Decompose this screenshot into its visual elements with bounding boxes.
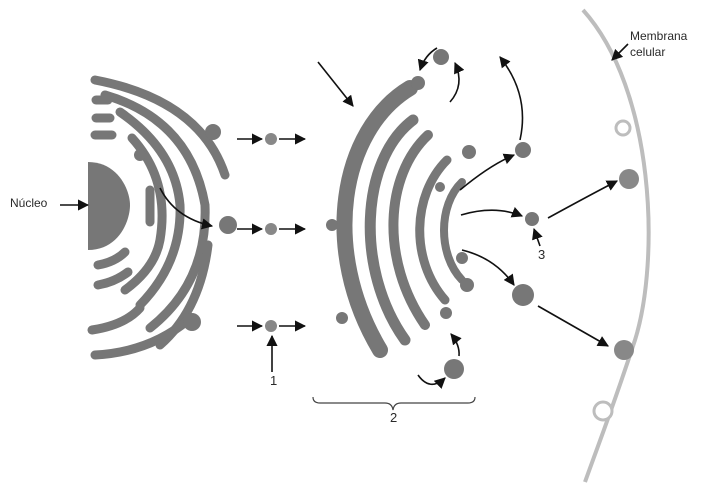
er-cisterna	[92, 308, 140, 330]
golgi-bud	[411, 76, 425, 90]
nucleus-er-complex	[88, 80, 237, 355]
er-bud	[134, 149, 146, 161]
cell-membrane-label-line1: Membrana	[630, 28, 687, 44]
golgi-bud	[440, 307, 452, 319]
cell-membrane	[583, 10, 649, 482]
membrane-pit	[616, 121, 630, 135]
golgi-bud	[435, 182, 445, 192]
golgi-bud	[336, 312, 348, 324]
golgi-bud	[460, 278, 474, 292]
arrow	[500, 57, 523, 140]
cell-membrane-label-line2: celular	[630, 44, 687, 60]
arrow	[418, 375, 445, 384]
secretory-vesicle	[512, 284, 534, 306]
stage-1-label: 1	[270, 374, 277, 389]
nucleus-label: Núcleo	[10, 197, 47, 211]
er-bud	[219, 216, 237, 234]
vesicle	[265, 223, 277, 235]
stage-2-label: 2	[390, 411, 397, 426]
cell-membrane-label: Membrana celular	[630, 28, 687, 60]
membrane-pit	[594, 402, 612, 420]
arrow	[612, 44, 628, 60]
golgi-brace	[313, 397, 475, 410]
stage-3-label: 3	[538, 248, 545, 263]
secretory-vesicle	[525, 212, 539, 226]
arrow	[461, 210, 522, 216]
er-bud	[205, 124, 221, 140]
golgi-bud	[462, 145, 476, 159]
fusing-vesicle	[614, 340, 634, 360]
vesicle	[265, 133, 277, 145]
secretory-vesicle	[444, 359, 464, 379]
er-cisterna	[98, 272, 128, 285]
vesicle	[265, 320, 277, 332]
arrow	[451, 334, 459, 356]
transport-vesicles	[265, 133, 277, 332]
golgi-bud	[456, 252, 468, 264]
secretory-vesicle	[515, 142, 531, 158]
er-bud	[183, 313, 201, 331]
golgi-bud	[326, 219, 338, 231]
secretory-vesicle	[433, 49, 449, 65]
arrow	[318, 62, 353, 106]
er-cisterna	[98, 252, 125, 265]
arrow	[548, 181, 617, 218]
er-cisterna	[125, 138, 162, 290]
golgi-cisterna	[444, 182, 462, 280]
nucleus	[88, 162, 130, 250]
arrow	[538, 306, 608, 346]
fusing-vesicle	[619, 169, 639, 189]
arrow	[534, 229, 540, 246]
arrow	[460, 155, 514, 190]
arrow	[450, 63, 459, 102]
